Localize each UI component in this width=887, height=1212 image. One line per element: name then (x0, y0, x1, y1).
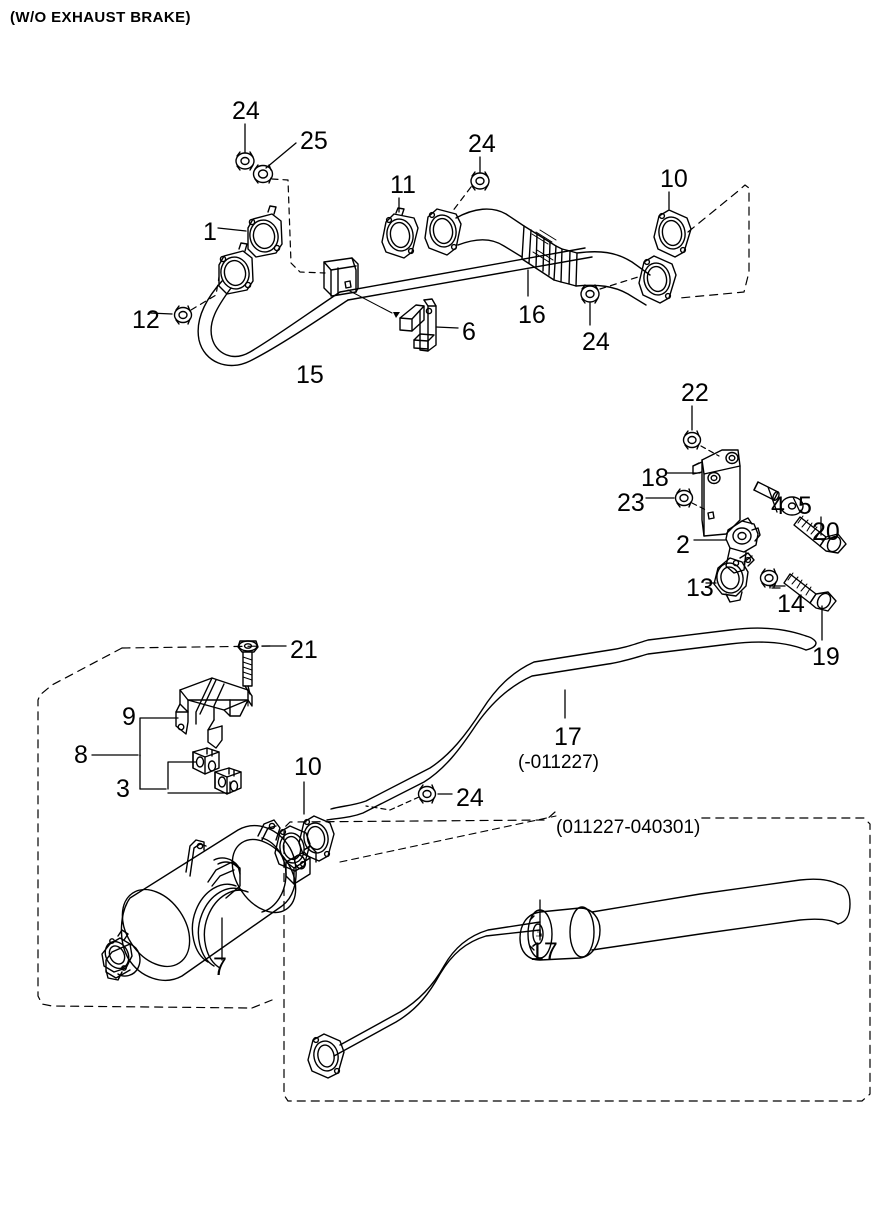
callout-6: 6 (462, 318, 476, 346)
callout-3: 3 (116, 775, 130, 803)
callout-5: 5 (798, 492, 812, 520)
callout-11: 11 (390, 171, 416, 199)
page-title: (W/O EXHAUST BRAKE) (10, 9, 191, 26)
callout-1: 1 (203, 218, 217, 246)
callout-17: 17 (554, 723, 582, 751)
callout-25: 25 (300, 127, 328, 155)
callout-17: 17 (530, 938, 558, 966)
callout-24: 24 (582, 328, 610, 356)
callout-7: 7 (213, 953, 227, 981)
callout-15: 15 (296, 361, 324, 389)
callout-2: 2 (676, 531, 690, 559)
callout-10: 10 (660, 165, 688, 193)
callout-20: 20 (812, 518, 840, 546)
callout-18: 18 (641, 464, 669, 492)
callout-24: 24 (468, 130, 496, 158)
callout-14: 14 (777, 590, 805, 618)
callout-22: 22 (681, 379, 709, 407)
callout-23: 23 (617, 489, 645, 517)
callout-24: 24 (232, 97, 260, 125)
callout-13: 13 (686, 574, 714, 602)
note-date-range-late: (011227-040301) (556, 817, 701, 838)
callout-24: 24 (456, 784, 484, 812)
callout-16: 16 (518, 301, 546, 329)
callout-4: 4 (771, 492, 785, 520)
callout-21: 21 (290, 636, 318, 664)
callout-9: 9 (122, 703, 136, 731)
note-date-range-early: (-011227) (518, 752, 599, 773)
callout-8: 8 (74, 741, 88, 769)
callout-12: 12 (132, 306, 160, 334)
callout-19: 19 (812, 643, 840, 671)
callout-10: 10 (294, 753, 322, 781)
